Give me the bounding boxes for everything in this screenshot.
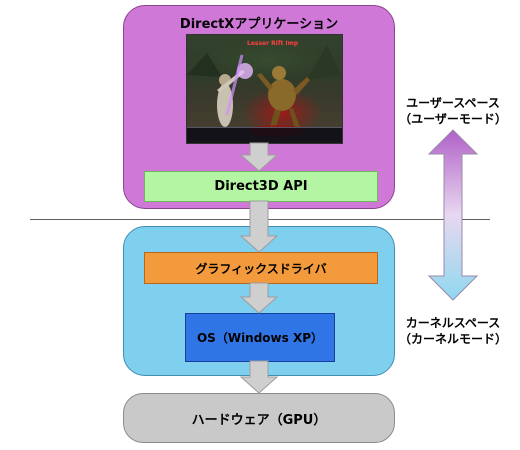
- user-kernel-divider: [30, 219, 490, 220]
- game-screenshot: Lesser Rift Imp: [186, 34, 343, 144]
- hardware-gpu-box: ハードウェア（GPU）: [123, 393, 395, 443]
- kernel-mode-subtitle: （カーネルモード）: [398, 332, 507, 346]
- directx-application-title: DirectXアプリケーション: [179, 17, 339, 32]
- graphics-driver-box: グラフィックスドライバ: [144, 252, 378, 284]
- user-space-label: ユーザースペース （ユーザーモード）: [388, 95, 518, 127]
- game-hud-bar: [187, 127, 342, 143]
- user-kernel-double-arrow: [427, 129, 479, 301]
- os-box: OS（Windows XP）: [185, 313, 335, 362]
- user-mode-subtitle: （ユーザーモード）: [399, 112, 507, 126]
- user-space-title: ユーザースペース: [406, 96, 500, 110]
- kernel-space-label: カーネルスペース （カーネルモード）: [388, 315, 518, 347]
- kernel-space-title: カーネルスペース: [405, 316, 501, 330]
- direct3d-api-box: Direct3D API: [144, 171, 378, 202]
- game-target-caption: Lesser Rift Imp: [247, 40, 299, 47]
